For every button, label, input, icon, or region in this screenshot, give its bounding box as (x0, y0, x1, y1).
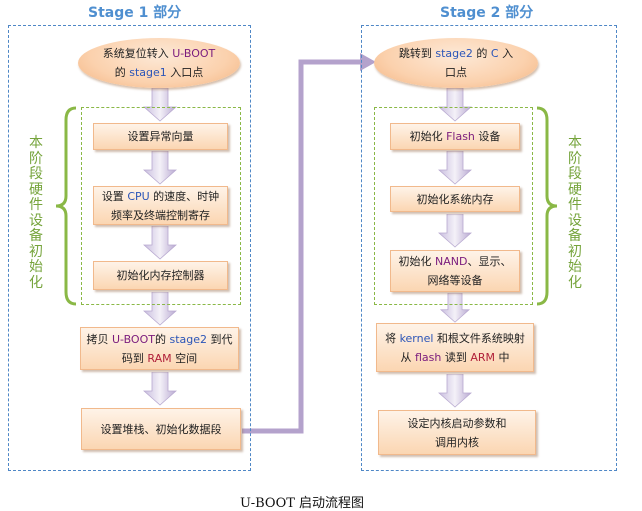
stage1-step-1: 设置异常向量 (93, 123, 228, 150)
stage1-title: Stage 1 部分 (88, 5, 182, 21)
connector-arrowhead-icon (360, 53, 376, 71)
right-brace-icon (536, 106, 558, 306)
node-line: 系统复位转入 U-BOOT (102, 47, 216, 60)
node-line: 码到 RAM 空间 (121, 351, 198, 365)
node-line: 拷贝 U-BOOT的 stage2 到代 (86, 332, 233, 346)
stage2-title: Stage 2 部分 (440, 5, 534, 21)
node-line: 设置 CPU 的速度、时钟 (101, 189, 220, 203)
stage1-start-node: 系统复位转入 U-BOOT 的 stage1 入口点 (78, 38, 240, 88)
stage2-step-5: 设定内核启动参数和 调用内核 (378, 410, 536, 455)
node-line: 口点 (445, 66, 467, 79)
node-line: 频率及终端控制寄存 (111, 208, 210, 222)
node-line: 网络等设备 (427, 274, 483, 287)
stage1-container (8, 25, 251, 471)
stage2-start-node: 跳转到 stage2 的 C 入 口点 (374, 38, 538, 88)
node-line: 的 stage1 入口点 (114, 66, 204, 79)
stage1-step-3: 初始化内存控制器 (93, 261, 228, 290)
node-line: 跳转到 stage2 的 C 入 (398, 47, 514, 60)
figure-caption: U-BOOT 启动流程图 (240, 496, 365, 511)
stage2-step-2: 初始化系统内存 (390, 186, 520, 212)
node-line: 从 flash 读到 ARM 中 (400, 350, 510, 364)
stage2-container (361, 25, 617, 471)
stage2-hardware-group (374, 107, 533, 305)
node-line: 初始化 Flash 设备 (409, 130, 501, 143)
stage1-hardware-group (81, 107, 241, 305)
stage1-side-label: 本阶段硬件设备初始化 (29, 135, 43, 291)
left-brace-icon (55, 106, 77, 306)
stage2-step-3: 初始化 NAND、显示、 网络等设备 (390, 250, 520, 292)
node-line: 初始化 NAND、显示、 (398, 255, 512, 268)
node-line: 调用内核 (435, 435, 479, 449)
stage2-step-1: 初始化 Flash 设备 (390, 123, 520, 150)
stage1-step-4: 拷贝 U-BOOT的 stage2 到代 码到 RAM 空间 (80, 327, 239, 370)
stage2-side-label: 本阶段硬件设备初始化 (568, 135, 582, 291)
node-line: 将 kernel 和根文件系统映射 (385, 331, 525, 345)
stage1-step-5: 设置堆栈、初始化数据段 (81, 408, 241, 450)
node-line: 设定内核启动参数和 (407, 416, 507, 430)
stage-connector-arrow (242, 59, 364, 434)
stage2-step-4: 将 kernel 和根文件系统映射 从 flash 读到 ARM 中 (376, 323, 534, 372)
stage1-step-2: 设置 CPU 的速度、时钟 频率及终端控制寄存 (93, 186, 228, 225)
